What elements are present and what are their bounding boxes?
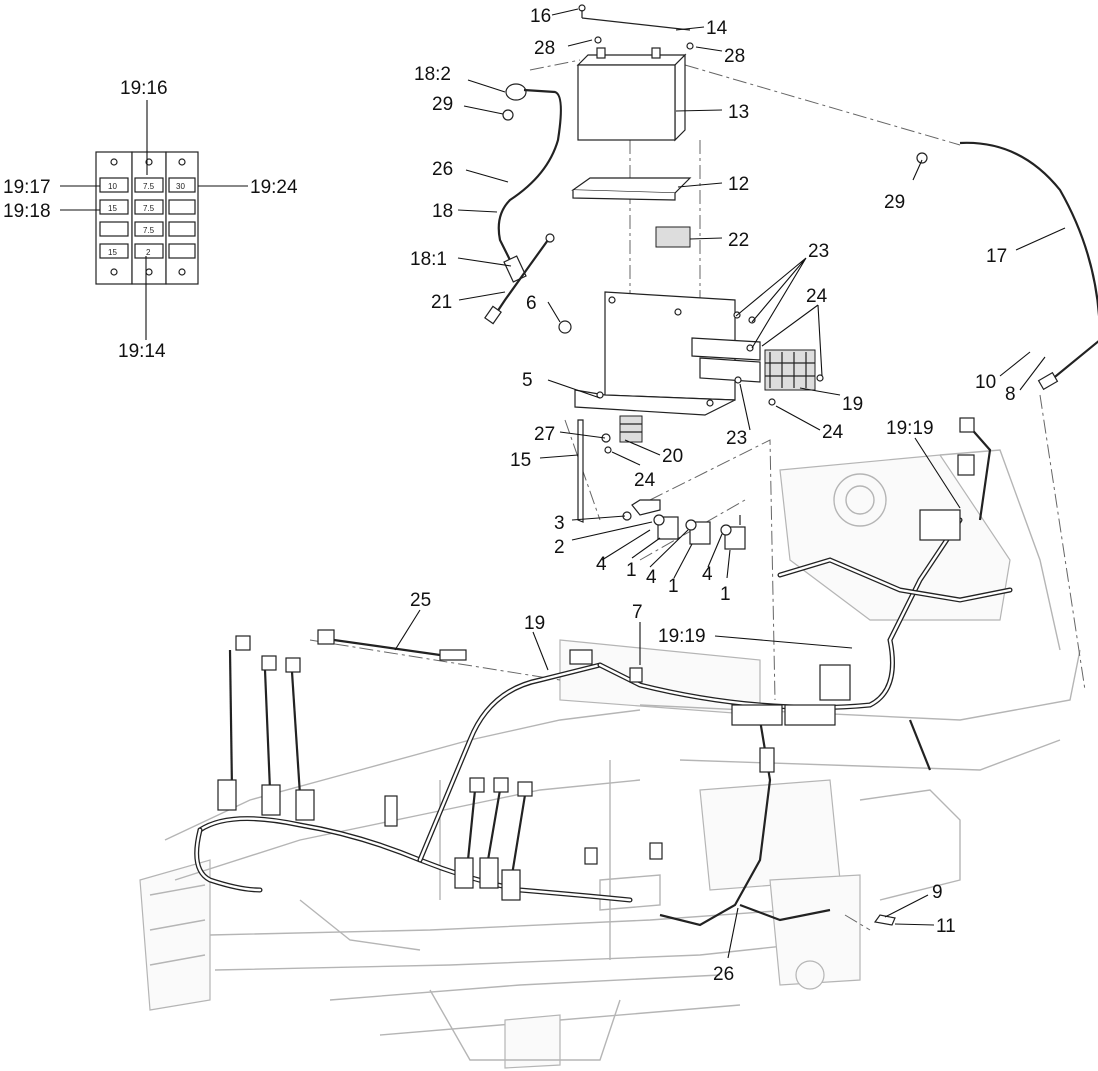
- callout-16: 16: [530, 6, 551, 27]
- fuse-rating-7: 15: [108, 248, 117, 257]
- callout-1-third: 1: [720, 584, 731, 605]
- callout-15: 15: [510, 450, 531, 471]
- callout-28-left: 28: [534, 38, 555, 59]
- callout-22: 22: [728, 230, 749, 251]
- callout-27: 27: [534, 424, 555, 445]
- callout-19-18: 19:18: [3, 201, 51, 222]
- callout-25: 25: [410, 590, 431, 611]
- fuse-rating-6: 7.5: [143, 226, 155, 235]
- fuse-rating-2: 7.5: [143, 182, 155, 191]
- callout-19-19-bottom: 19:19: [658, 626, 706, 647]
- callout-29-left: 29: [432, 94, 453, 115]
- battery-tray: [571, 177, 692, 201]
- callout-8: 8: [1005, 384, 1016, 405]
- callout-1-second: 1: [668, 576, 679, 597]
- callout-21: 21: [431, 292, 452, 313]
- callout-10: 10: [975, 372, 996, 393]
- callout-24-right: 24: [822, 422, 844, 443]
- callouts: 16 14 28 28 18:2 13 29 26 12 18 22 18:1 …: [3, 6, 1016, 985]
- terminal-block: [601, 415, 643, 454]
- callout-2: 2: [554, 537, 565, 558]
- fuse-rating-8: 2: [146, 248, 151, 257]
- callout-19-17: 19:17: [3, 177, 51, 198]
- callout-26-bottom: 26: [713, 964, 734, 985]
- callout-19-19-top: 19:19: [886, 418, 934, 439]
- callout-4-first: 4: [596, 554, 607, 575]
- callout-19-24: 19:24: [250, 177, 298, 198]
- vehicle-frame: [139, 449, 1081, 1069]
- callout-19-plate: 19: [842, 394, 863, 415]
- fuse-rating-1: 10: [108, 182, 117, 191]
- callout-13: 13: [728, 102, 749, 123]
- callout-19-14: 19:14: [118, 341, 166, 362]
- callout-23-top: 23: [808, 241, 829, 262]
- callout-1-first: 1: [626, 560, 637, 581]
- grommet: [558, 320, 572, 334]
- callout-18-2: 18:2: [414, 64, 451, 85]
- hold-down-rod: [578, 4, 694, 50]
- leader-lines: [60, 8, 1066, 959]
- callout-5: 5: [522, 370, 533, 391]
- harness-connectors: [217, 417, 975, 926]
- callout-29-right: 29: [884, 192, 905, 213]
- battery-cable-positive: [916, 141, 1098, 391]
- callout-26-top: 26: [432, 159, 453, 180]
- fuse-panel: [691, 337, 816, 391]
- callout-19-harness: 19: [524, 613, 545, 634]
- callout-20: 20: [662, 446, 683, 467]
- callout-14: 14: [706, 18, 728, 39]
- ground-wire: [484, 233, 555, 325]
- fuse-rating-3: 30: [176, 182, 185, 191]
- callout-6: 6: [526, 293, 537, 314]
- callout-4-third: 4: [702, 564, 713, 585]
- callout-7: 7: [632, 602, 643, 623]
- callout-19-16: 19:16: [120, 78, 168, 99]
- callout-24-top: 24: [806, 286, 828, 307]
- extension-harness: [317, 629, 467, 661]
- fuse-rating-4: 15: [108, 204, 117, 213]
- callout-28-right: 28: [724, 46, 745, 67]
- callout-3: 3: [554, 513, 565, 534]
- callout-18-1: 18:1: [410, 249, 447, 270]
- callout-11: 11: [936, 916, 956, 937]
- callout-17: 17: [986, 246, 1007, 267]
- assembly-lines: [309, 59, 1086, 931]
- fuse-block-inset: 10 7.5 30 15 7.5 7.5 15 2: [95, 151, 199, 285]
- battery-cable-negative: [497, 83, 562, 283]
- decal: [655, 226, 691, 248]
- bracket-rod: [577, 419, 584, 523]
- callout-23-bottom: 23: [726, 428, 747, 449]
- callout-12: 12: [728, 174, 749, 195]
- fuse-rating-5: 7.5: [143, 204, 155, 213]
- callout-9: 9: [932, 882, 943, 903]
- callout-4-second: 4: [646, 567, 657, 588]
- battery: [576, 47, 687, 142]
- wire-harness: [194, 424, 1013, 927]
- callout-24-bottom: 24: [634, 470, 656, 491]
- callout-18: 18: [432, 201, 453, 222]
